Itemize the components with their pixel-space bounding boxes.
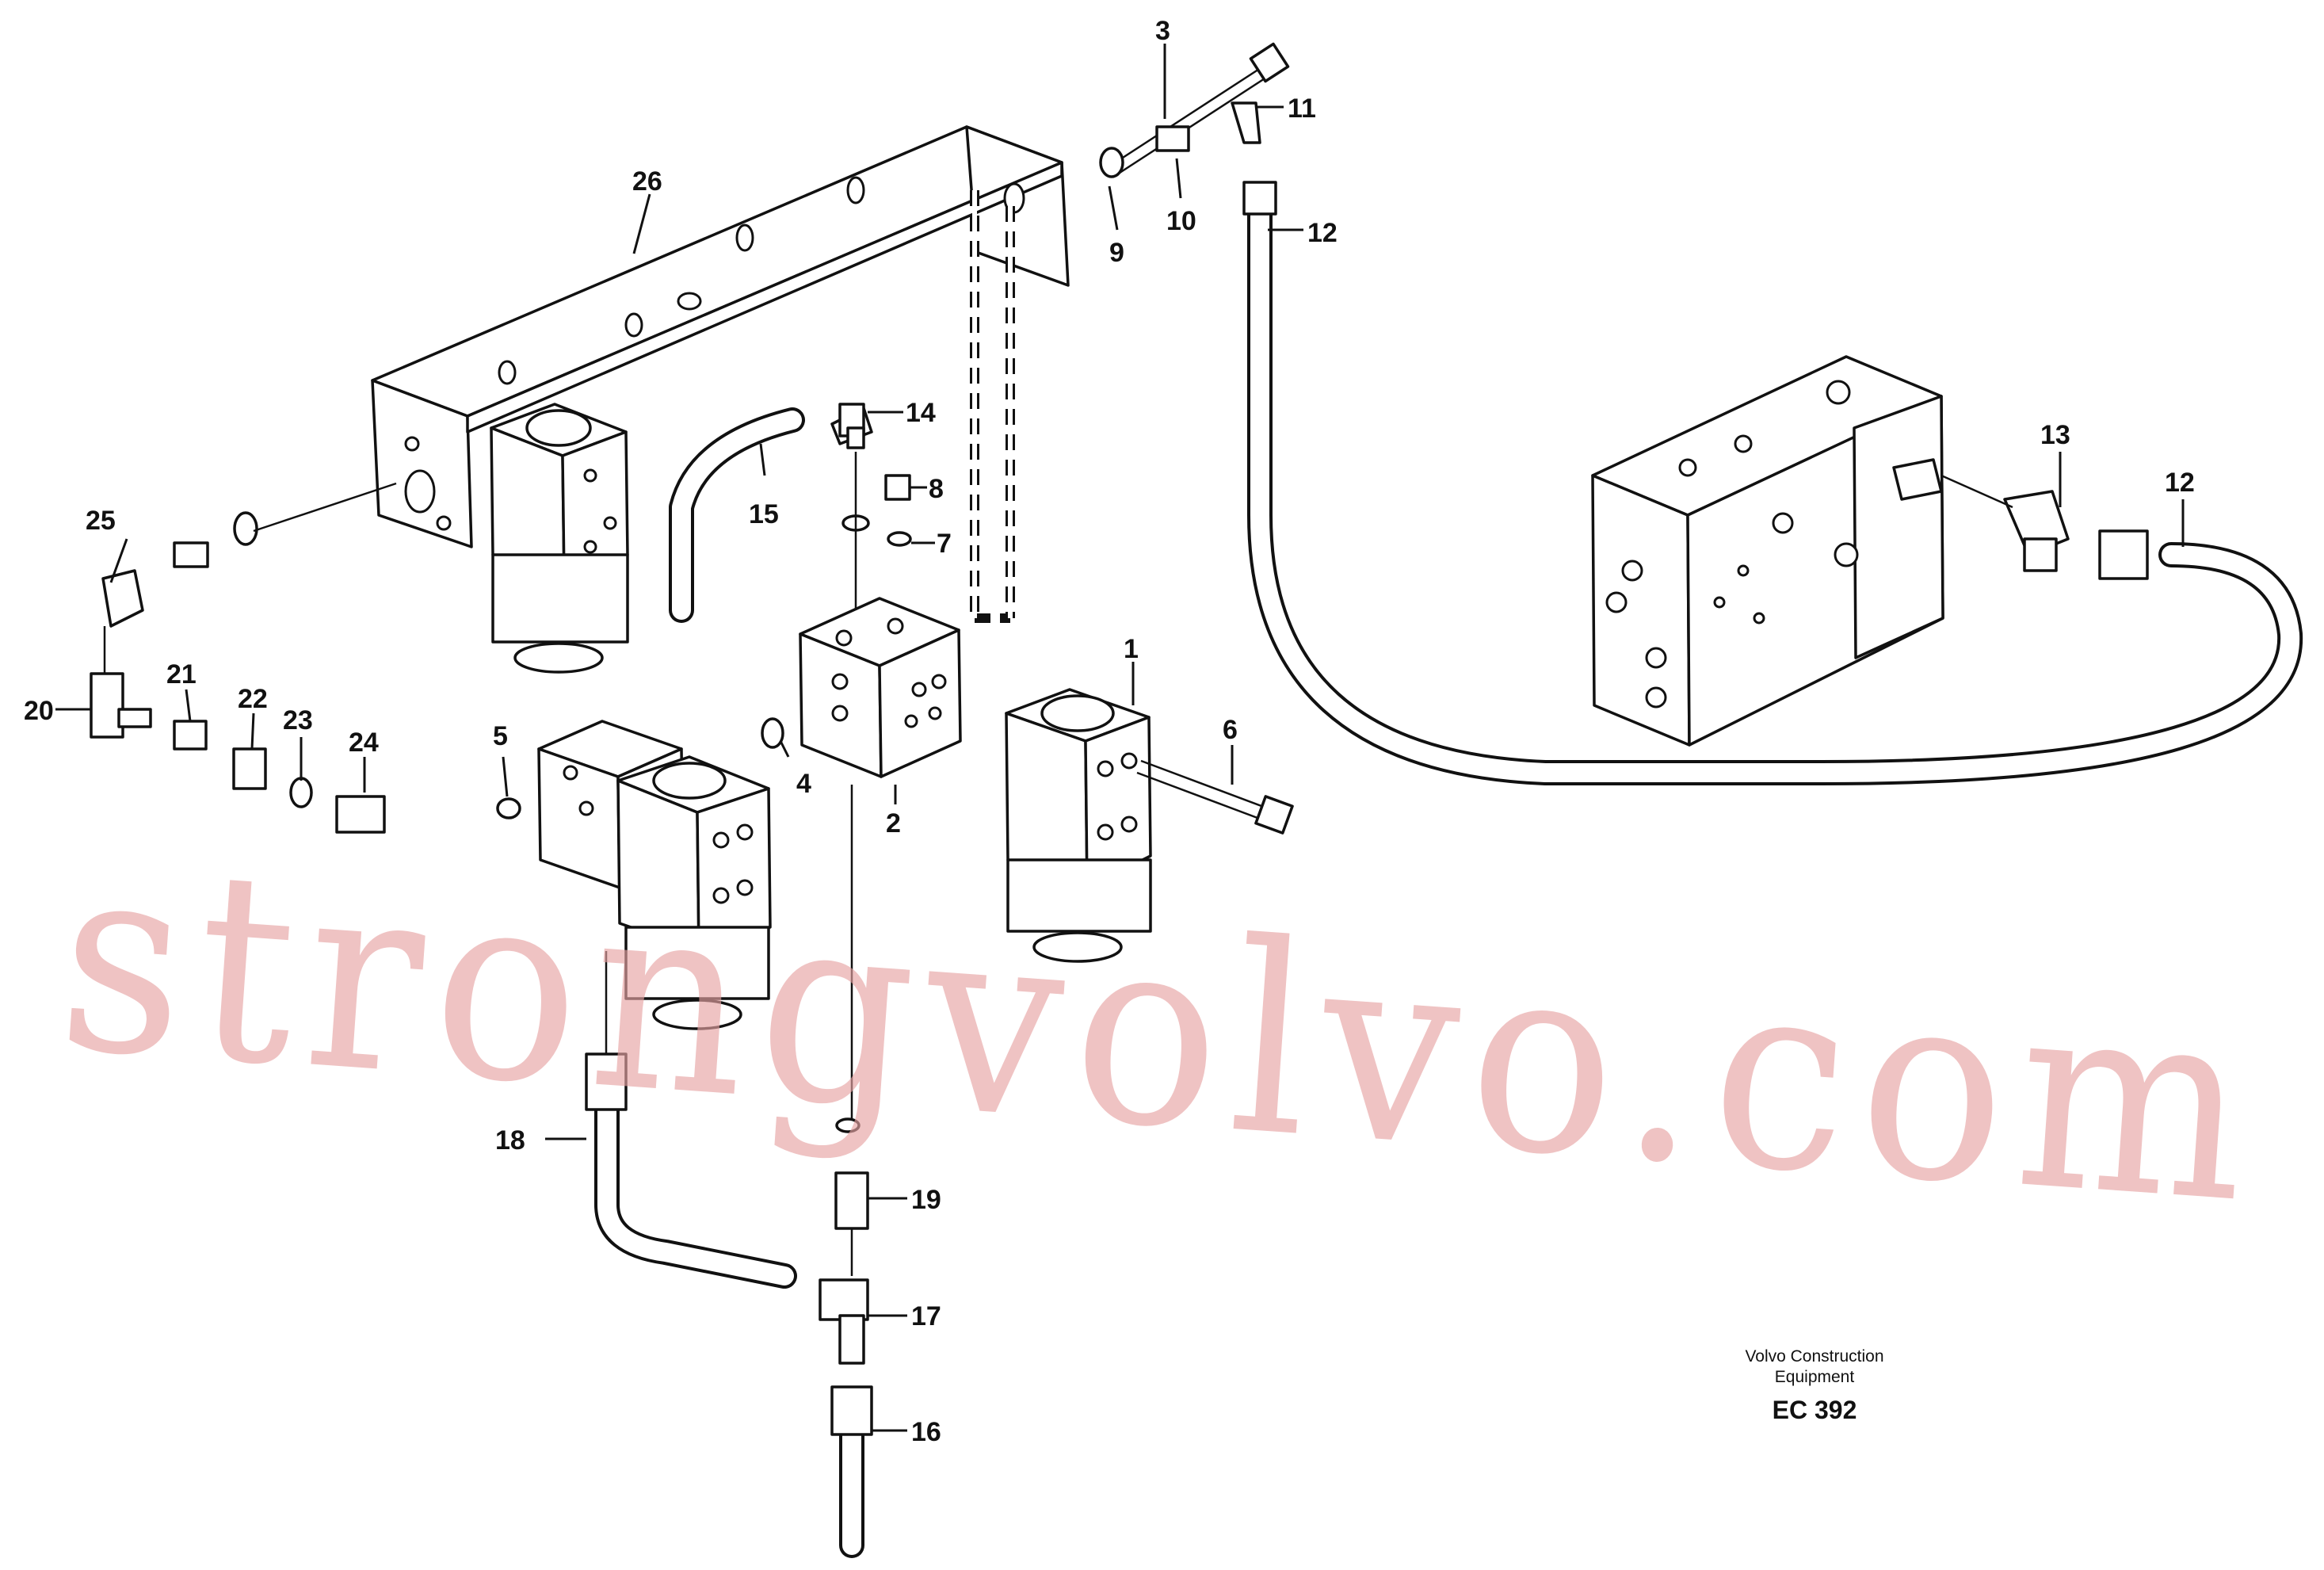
callout-16: 16 <box>911 1417 941 1447</box>
callout-25: 25 <box>86 506 116 536</box>
callout-12a: 12 <box>1307 218 1338 248</box>
fittings <box>90 42 2149 1436</box>
diagram-code: EC 392 <box>1773 1396 1857 1424</box>
callout-7: 7 <box>937 529 952 559</box>
callout-26: 26 <box>632 166 662 197</box>
callout-21: 21 <box>166 659 197 690</box>
callout-20: 20 <box>24 696 54 726</box>
right-solenoid-valve <box>1005 688 1152 963</box>
callout-9: 9 <box>1109 238 1124 268</box>
callout-5: 5 <box>493 721 508 751</box>
left-solenoid-valve <box>537 720 772 1030</box>
main-control-block <box>1591 355 1944 747</box>
watermark-text: strongvolvo.com <box>52 804 2270 1262</box>
publisher-caption: Volvo Construction Equipment EC 392 <box>1745 1347 1883 1424</box>
callout-3: 3 <box>1155 16 1170 46</box>
callout-13: 13 <box>2040 420 2070 450</box>
mounting-bracket <box>371 125 1070 548</box>
upper-solenoid-valve <box>490 403 629 674</box>
callout-24: 24 <box>349 728 379 758</box>
valve-block <box>799 597 962 778</box>
callout-17: 17 <box>911 1301 941 1331</box>
callout-2: 2 <box>886 808 901 838</box>
callout-19: 19 <box>911 1185 941 1215</box>
callout-15: 15 <box>749 499 779 529</box>
callout-18: 18 <box>495 1125 525 1156</box>
callout-23: 23 <box>283 705 313 735</box>
callout-8: 8 <box>929 474 944 504</box>
callout-1: 1 <box>1124 634 1139 664</box>
publisher-line-2: Equipment <box>1775 1368 1855 1386</box>
leader-lines <box>55 44 2185 1432</box>
wire-harness <box>970 190 1015 623</box>
callout-10: 10 <box>1166 206 1196 236</box>
callout-numbers: 1 2 3 4 5 6 7 8 9 10 11 12 12 13 14 15 1… <box>24 16 2195 1447</box>
callout-11: 11 <box>1288 94 1316 124</box>
callout-14: 14 <box>906 398 936 428</box>
hoses <box>594 193 2303 1558</box>
callout-12b: 12 <box>2165 468 2195 498</box>
callout-4: 4 <box>796 769 811 799</box>
callout-6: 6 <box>1223 715 1238 745</box>
publisher-line-1: Volvo Construction <box>1745 1347 1883 1366</box>
callout-22: 22 <box>238 684 268 714</box>
